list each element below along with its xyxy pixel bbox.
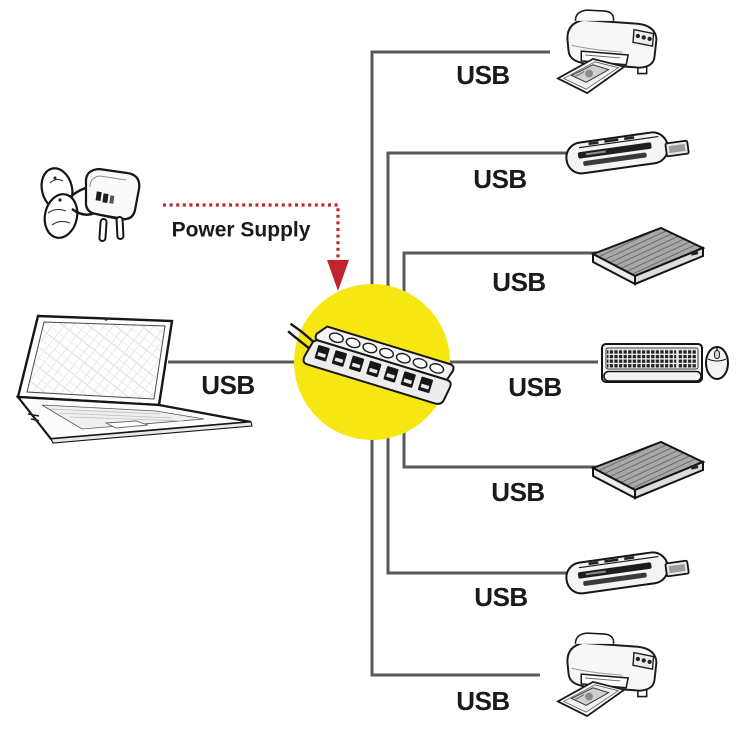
- power-supply-label: Power Supply: [171, 218, 311, 242]
- keyboard-mouse-icon: [600, 336, 735, 392]
- usb-label-cardreader-top: USB: [473, 164, 527, 194]
- usb-label-printer-top: USB: [456, 60, 510, 90]
- usb-label-printer-bottom: USB: [456, 686, 510, 716]
- usb-hub-icon: [286, 300, 458, 412]
- usb-label-laptop: USB: [201, 370, 255, 400]
- power-supply-dotted-line: [163, 203, 340, 262]
- hard-drive-icon: [585, 224, 710, 290]
- card-reader-icon: [560, 122, 692, 182]
- power-adapter-icon: [30, 153, 155, 253]
- printer-icon: [552, 628, 674, 728]
- usb-label-harddrive-top: USB: [492, 267, 546, 297]
- usb-label-harddrive-bottom: USB: [491, 477, 545, 507]
- power-supply-arrowhead-icon: [327, 260, 349, 291]
- card-reader-icon: [560, 542, 692, 602]
- printer-icon: [552, 6, 674, 104]
- hard-drive-icon: [585, 438, 710, 504]
- usb-label-cardreader-bottom: USB: [474, 582, 528, 612]
- usb-label-keyboard: USB: [508, 372, 562, 402]
